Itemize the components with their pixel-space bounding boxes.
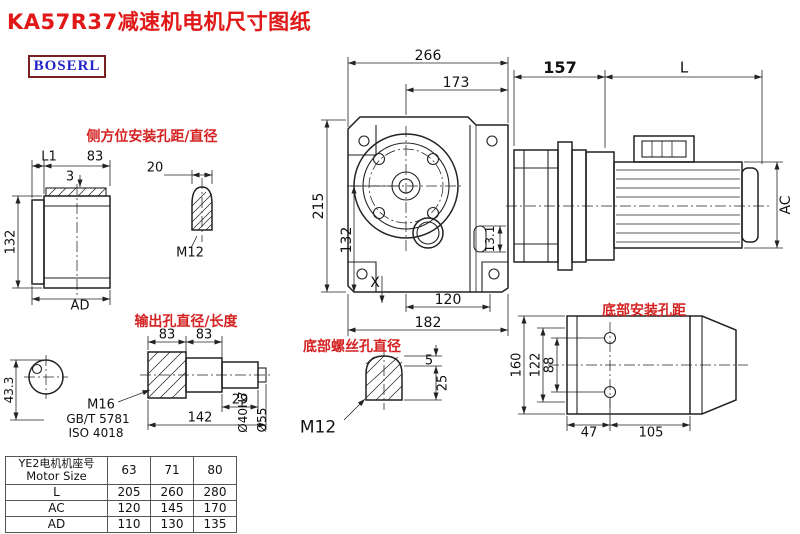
table-header-cn: YE2电机机座号 (18, 457, 95, 470)
table-cell: 205 (107, 483, 151, 501)
dim-83-a: 83 (158, 327, 176, 343)
table-cell: 120 (107, 499, 151, 517)
table-header-row: YE2电机机座号 Motor Size 63 71 80 (5, 456, 237, 485)
table-row-label: AC (5, 499, 108, 517)
table-header-en: Motor Size (26, 469, 87, 484)
dim-182: 182 (414, 315, 442, 331)
output-label: 输出孔直径/长度 (134, 314, 238, 330)
dim-132-side: 132 (3, 229, 19, 255)
dim-13-1: 13.1 (483, 225, 497, 253)
table-cell: 280 (193, 483, 237, 501)
brand-logo: BOSERL (28, 55, 106, 78)
dim-266: 266 (414, 48, 442, 64)
table-cell: 135 (193, 515, 237, 533)
dim-43-3: 43.3 (2, 376, 16, 404)
table-cell: 145 (150, 499, 194, 517)
front-view (321, 57, 509, 336)
thread-m12-bottom: M12 (299, 417, 337, 438)
dim-122: 122 (528, 352, 544, 378)
dim-142: 142 (187, 410, 213, 426)
bottom-mount-label: 底部安装孔距 (602, 303, 686, 319)
dim-3: 3 (65, 169, 75, 185)
mark-x: X (370, 275, 380, 291)
dim-d55: Ø55 (255, 407, 269, 433)
dim-88: 88 (542, 356, 558, 374)
table-row: AD 110 130 135 (5, 515, 237, 533)
bottom-screw-label: 底部螺丝孔直径 (303, 339, 401, 355)
dim-160: 160 (509, 352, 525, 378)
std-iso: ISO 4018 (68, 426, 124, 440)
table-size-71: 71 (150, 456, 194, 485)
table-row: AC 120 145 170 (5, 499, 237, 517)
dim-d40h7: Ø40H7 (236, 391, 250, 433)
motor-size-table: YE2电机机座号 Motor Size 63 71 80 L 205 260 2… (5, 456, 237, 533)
dim-25: 25 (435, 374, 451, 392)
table-row-label: L (5, 483, 108, 501)
dim-120: 120 (434, 292, 462, 308)
dim-l1: L1 (41, 149, 57, 165)
dim-l: L (679, 58, 689, 77)
dim-47: 47 (580, 425, 598, 441)
table-row: L 205 260 280 (5, 483, 237, 501)
side-mount-label: 侧方位安装孔距/直径 (86, 129, 218, 145)
dim-215: 215 (311, 192, 327, 220)
page-title: KA57R37减速机电机尺寸图纸 (7, 10, 312, 34)
bottom-screw-view (343, 345, 442, 421)
dim-83-side: 83 (86, 149, 104, 165)
table-cell: 170 (193, 499, 237, 517)
output-shaft-view (10, 336, 272, 430)
side-mount-view (12, 160, 213, 305)
dim-157: 157 (543, 58, 577, 77)
bottom-mount-view (518, 315, 748, 431)
thread-m12-side: M12 (176, 245, 204, 261)
table-header-cell: YE2电机机座号 Motor Size (5, 456, 108, 485)
table-row-label: AD (5, 515, 108, 533)
table-cell: 260 (150, 483, 194, 501)
dim-132-front: 132 (339, 226, 355, 254)
std-gb: GB/T 5781 (66, 412, 130, 426)
thread-m16: M16 (87, 397, 115, 413)
dim-105: 105 (638, 425, 664, 441)
dim-ac: AC (778, 195, 794, 215)
dim-173: 173 (442, 75, 470, 91)
dim-83-b: 83 (195, 327, 213, 343)
table-size-63: 63 (107, 456, 151, 485)
motor-side-view (506, 70, 783, 271)
table-size-80: 80 (193, 456, 237, 485)
dim-29: 29 (231, 392, 249, 408)
dim-ad: AD (70, 298, 90, 314)
dim-5: 5 (424, 353, 434, 369)
table-cell: 130 (150, 515, 194, 533)
dim-20: 20 (146, 160, 164, 176)
table-cell: 110 (107, 515, 151, 533)
